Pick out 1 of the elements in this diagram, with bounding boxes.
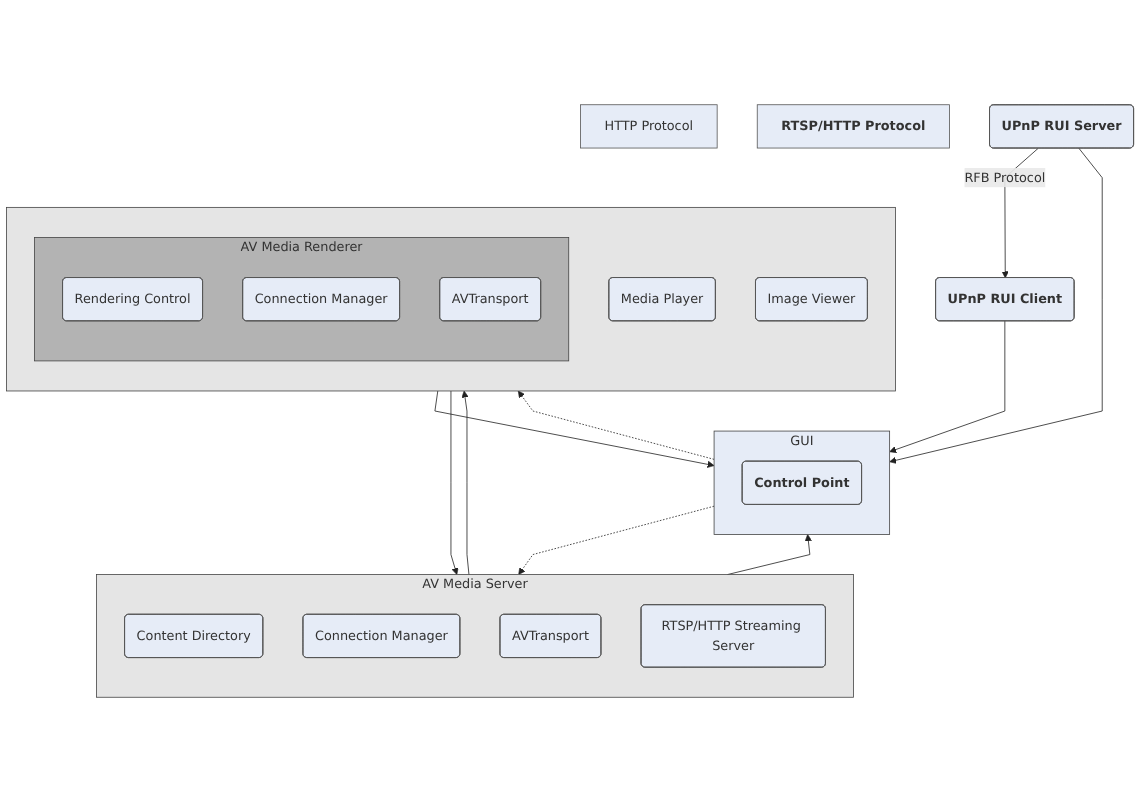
cluster (6, 206, 896, 392)
